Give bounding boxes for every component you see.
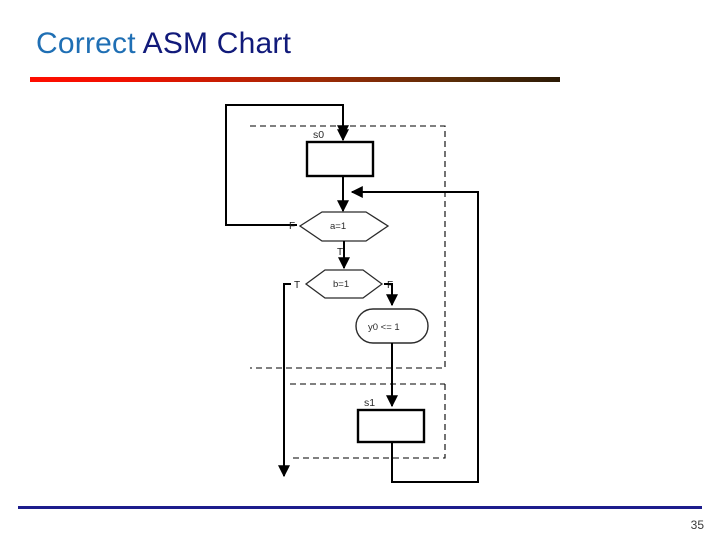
edge-s1-exit bbox=[391, 442, 402, 483]
state-box-s1[interactable] bbox=[356, 408, 426, 444]
branch-label-b-true: T bbox=[294, 280, 300, 291]
page-title: Correct ASM Chart bbox=[36, 26, 291, 62]
decision-hexagon-a[interactable] bbox=[298, 211, 390, 242]
conditional-output-label-y0: y0 <= 1 bbox=[368, 322, 400, 333]
decision-hexagon-b[interactable] bbox=[304, 269, 384, 299]
branch-label-a-false: F bbox=[289, 221, 295, 232]
page-title-primary: Correct bbox=[36, 27, 143, 60]
edge-b-false-to-conditional-output bbox=[384, 283, 398, 307]
page-title-secondary: ASM Chart bbox=[142, 27, 292, 60]
branch-label-a-true: T bbox=[337, 247, 343, 258]
branch-label-b-false: F bbox=[387, 280, 393, 291]
edge-b-true-exit bbox=[278, 283, 291, 478]
decision-label-a: a=1 bbox=[330, 221, 346, 232]
page-number: 35 bbox=[690, 518, 704, 532]
state-label-s1: s1 bbox=[364, 397, 375, 409]
state-label-s0: s0 bbox=[313, 129, 324, 141]
title-divider-rule bbox=[30, 77, 560, 82]
asm-block-boundary-s1 bbox=[290, 383, 446, 459]
edge-loopback-to-a-decision bbox=[350, 186, 479, 483]
asm-chart-diagram: s0 a=1 F T b=1 T F y0 <= 1 bbox=[225, 104, 479, 483]
decision-label-b: b=1 bbox=[333, 279, 349, 290]
state-box-s0[interactable] bbox=[305, 140, 375, 178]
asm-block-boundary-s0 bbox=[250, 125, 446, 369]
footer-divider-rule bbox=[18, 506, 702, 509]
